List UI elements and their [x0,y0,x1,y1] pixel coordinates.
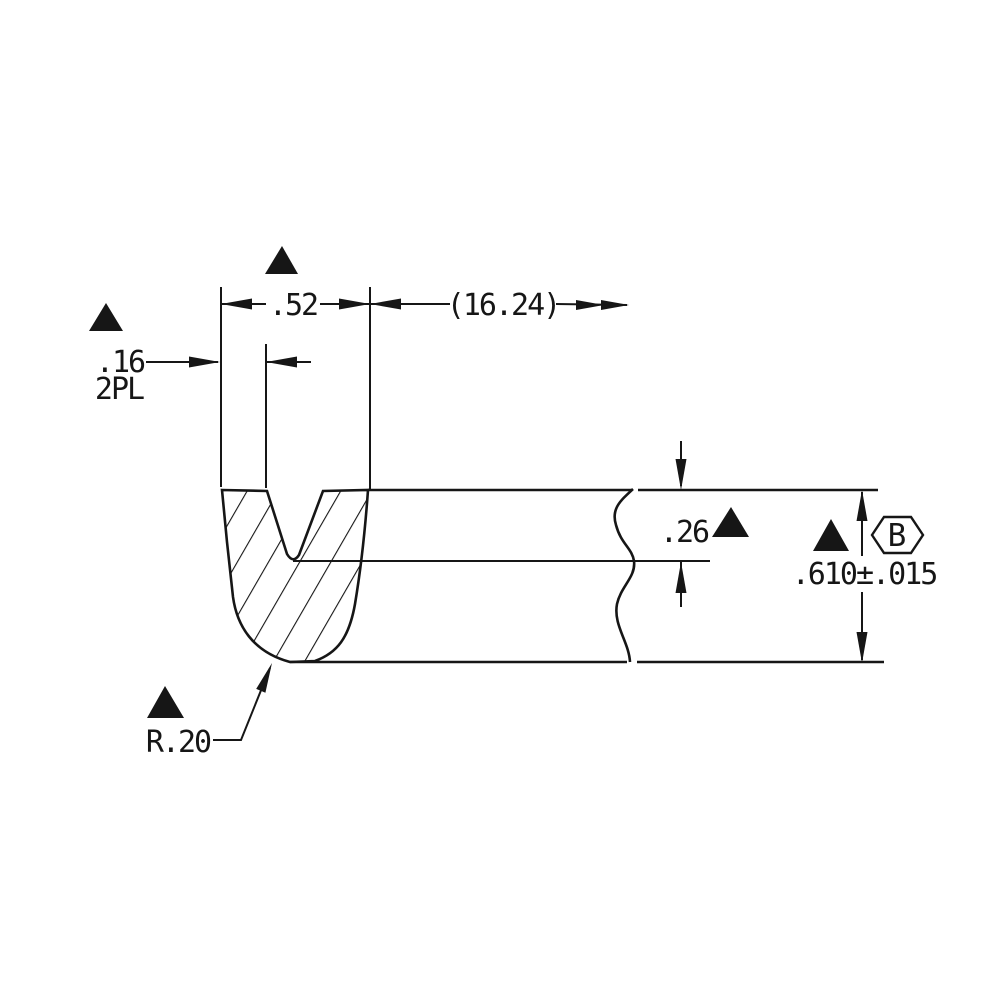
arrowhead-left-icon [221,298,252,310]
arrowhead-down-icon [856,632,868,663]
arrowhead-left-icon [266,356,297,368]
arrowhead-up-icon [856,490,868,521]
arrowhead-right-icon [339,298,370,310]
edge-offset-dimension: .16 [96,345,145,380]
datum-label: B [888,518,907,554]
revision-triangle-icon [147,686,184,718]
cross-section-hatched-region [220,488,370,664]
edge-offset-note: 2PL [95,372,144,407]
revision-triangle-icon [265,246,298,274]
break-line [613,488,636,663]
arrowhead-up-right-icon [256,663,272,693]
groove-width-dimension: .52 [269,288,317,323]
groove-depth-dimension: .26 [660,515,709,550]
arrowhead-left-icon [370,298,401,310]
overall-length-reference-dimension: (16.24) [447,288,559,323]
datum-flag-hexagon-icon [870,515,925,555]
thickness-tolerance-dimension: .610±.015 [792,557,937,592]
arrowhead-down-icon [675,459,687,490]
revision-triangle-icon [712,507,749,537]
corner-radius-dimension: R.20 [146,725,211,760]
arrowhead-right-icon [601,300,629,310]
revision-triangle-icon [813,519,849,551]
arrowhead-right-icon [189,356,220,368]
revision-triangle-icon [89,303,123,331]
radius-leader-line [213,667,271,741]
arrowhead-right-icon [576,300,604,310]
